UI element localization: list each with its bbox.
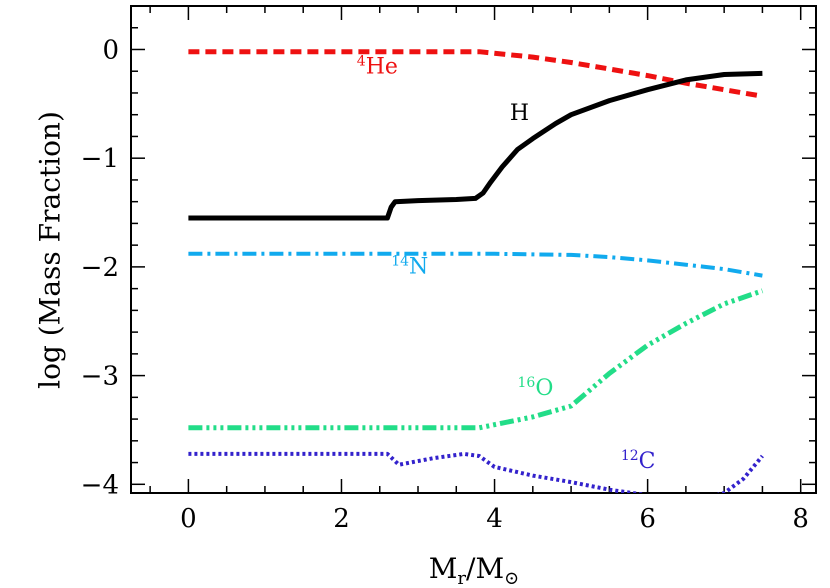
x-axis-title-sub1: r (457, 568, 466, 588)
x-axis-title: Mr/M⊙ (429, 552, 519, 588)
x-axis-title-slash: /M (466, 552, 504, 585)
series-label-14n: 14N (391, 253, 428, 279)
series-label-sup: 12 (621, 448, 639, 464)
series-line-16o (188, 288, 764, 431)
y-tick-label: −3 (81, 362, 119, 392)
series-label-sup: 14 (391, 253, 409, 269)
x-tick-label: 0 (180, 504, 197, 534)
axis-tick-labels: 0 2 4 6 8 0 −1 −2 −3 −4 (81, 35, 809, 534)
x-tick-label: 8 (792, 504, 809, 534)
y-tick-label: −2 (81, 253, 119, 283)
series-line-4he (188, 49, 763, 99)
series-line-h (188, 70, 763, 221)
series-line-14n (188, 251, 763, 278)
x-tick-label: 2 (333, 504, 350, 534)
series-lines (188, 49, 764, 493)
series-label-main: H (510, 101, 529, 126)
x-tick-label: 6 (639, 504, 656, 534)
series-label-sup: 16 (518, 375, 536, 391)
series-label-sup: 4 (357, 53, 366, 69)
y-axis-title: log (Mass Fraction) (34, 111, 67, 389)
x-axis-title-main: M (429, 552, 458, 585)
y-tick-label: 0 (102, 35, 119, 65)
series-label-main: C (639, 449, 656, 474)
y-tick-label: −4 (81, 470, 119, 500)
series-line-12c (188, 451, 764, 493)
y-tick-label: −1 (81, 144, 119, 174)
x-tick-label: 4 (486, 504, 503, 534)
series-label-16o: 16O (518, 375, 554, 401)
x-axis-title-sub2: ⊙ (504, 568, 519, 588)
series-label-main: O (535, 376, 553, 401)
plot-frame (130, 5, 817, 494)
axis-ticks (131, 5, 816, 493)
series-label-h: H (510, 101, 529, 126)
series-label-12c: 12C (621, 448, 656, 474)
series-label-main: N (409, 254, 428, 279)
series-label-4he: 4He (357, 53, 398, 79)
series-label-main: He (366, 54, 398, 79)
